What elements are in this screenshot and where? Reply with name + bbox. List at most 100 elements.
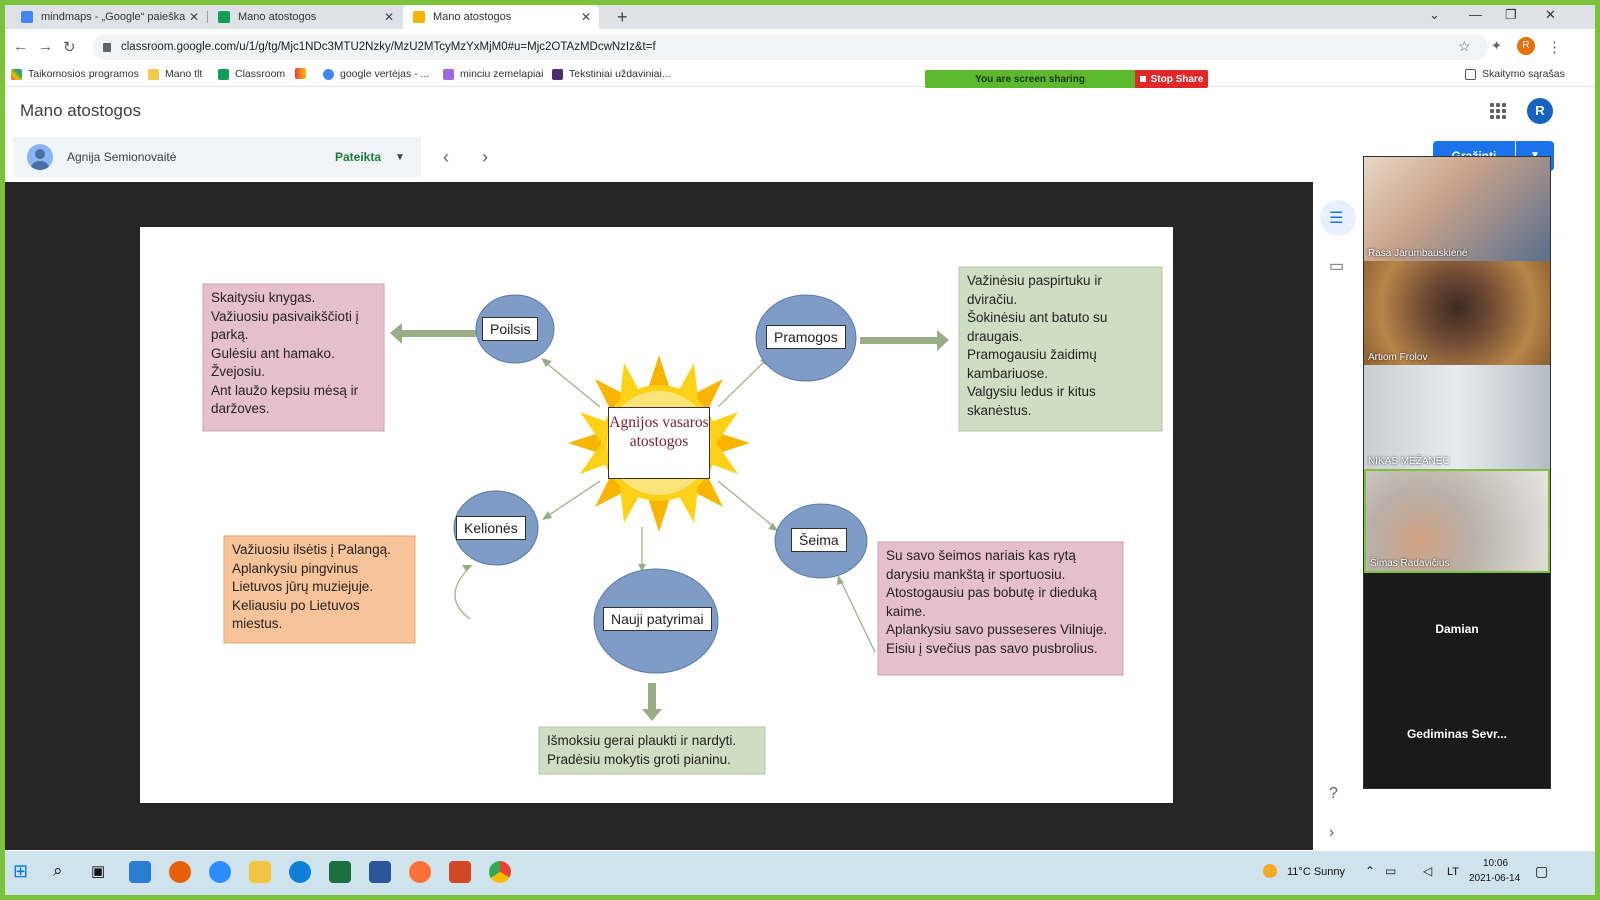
extensions-icon[interactable]: ✦ (1491, 38, 1502, 53)
node-poilsis: Poilsis (482, 317, 539, 341)
tab-search-icon[interactable]: ⌄ (1429, 7, 1440, 22)
bookmark-pinwheel[interactable] (295, 68, 312, 79)
tab-title: mindmaps - „Google“ paieška (41, 11, 186, 23)
node-pramogos: Pramogos (766, 325, 846, 349)
classroom-icon (218, 68, 229, 80)
bookmark-tekstiniai[interactable]: Tekstiniai uždaviniai... (552, 68, 671, 80)
participant-video-3[interactable]: NIKAS MEŽANEC (1364, 365, 1550, 469)
participant-name: Šimas Radavičius (1370, 558, 1450, 569)
bookmark-minciu-zemelapiai[interactable]: minciu zemelapiai (443, 68, 543, 80)
apps-icon (11, 68, 22, 80)
participant-video-4[interactable]: Šimas Radavičius (1364, 469, 1550, 573)
participant-video-2[interactable]: Artiom Frolov (1364, 261, 1550, 365)
url-text: classroom.google.com/u/1/g/tg/Mjc1NDc3MT… (121, 41, 656, 53)
box-keliones: Važiuosiu ilsėtis į Palangą. Aplankysiu … (232, 542, 391, 631)
close-icon[interactable]: ✕ (383, 10, 394, 24)
weather-icon (1263, 864, 1277, 878)
participant-name: Artiom Frolov (1368, 352, 1428, 363)
zoom-icon[interactable] (209, 861, 231, 883)
box-seima: Su savo šeimos nariais kas rytą darysiu … (886, 548, 1108, 656)
participant-name: NIKAS MEŽANEC (1368, 456, 1450, 467)
edge-icon[interactable] (289, 861, 311, 883)
node-keliones: Kelionės (456, 516, 526, 540)
screen-sharing-indicator[interactable]: You are screen sharing (925, 70, 1135, 88)
notifications-icon[interactable]: ▢ (1535, 863, 1549, 879)
tab-title: Mano atostogos (238, 11, 317, 23)
student-name: Agnija Semionovaitė (67, 150, 177, 164)
clock-date[interactable]: 2021-06-14 (1469, 873, 1521, 884)
participant-name-damian[interactable]: Damian (1435, 622, 1479, 636)
browser-toolbar: ← → ↻ classroom.google.com/u/1/g/tg/Mjc1… (5, 29, 1595, 65)
speaker-icon[interactable]: ◁ (1423, 864, 1433, 878)
tab-title: Mano atostogos (433, 11, 512, 23)
bookmark-apps[interactable]: Taikomosios programos (11, 68, 139, 80)
bookmarks-bar: Taikomosios programos Mano tlt Classroom… (5, 63, 1595, 87)
reading-list-icon (1465, 68, 1476, 80)
word-icon[interactable] (369, 861, 391, 883)
google-apps-icon[interactable] (1490, 103, 1506, 119)
active-tool-highlight (1320, 200, 1356, 236)
previous-student-icon[interactable]: ‹ (443, 147, 449, 167)
restore-icon[interactable]: ❐ (1505, 7, 1517, 22)
clock-time[interactable]: 10:06 (1483, 858, 1509, 869)
task-view-icon[interactable]: ▣ (91, 863, 106, 880)
participant-video-1[interactable]: Rasa Jarumbauskienė (1364, 157, 1550, 261)
expand-panel-icon[interactable]: › (1329, 824, 1335, 841)
screen: mindmaps - „Google“ paieška ✕ Mano atost… (5, 5, 1595, 895)
meeting-video-panel: Rasa Jarumbauskienė Artiom Frolov NIKAS … (1363, 156, 1551, 789)
back-icon[interactable]: ← (13, 38, 28, 55)
search-icon[interactable]: ⌕ (53, 861, 63, 880)
language-indicator[interactable]: LT (1447, 866, 1460, 878)
google-icon (21, 11, 33, 23)
file-explorer-icon[interactable] (249, 861, 271, 883)
bookmark-classroom[interactable]: Classroom (218, 68, 285, 80)
address-bar[interactable]: classroom.google.com/u/1/g/tg/Mjc1NDc3MT… (93, 34, 1488, 60)
student-selector[interactable]: Agnija Semionovaitė Pateikta ▼ (13, 137, 421, 177)
chrome-icon[interactable] (489, 861, 511, 883)
account-avatar[interactable]: R (1527, 98, 1553, 124)
menu-icon[interactable]: ⋮ (1547, 39, 1562, 56)
quizlet-icon (552, 68, 563, 80)
participant-name-gediminas[interactable]: Gediminas Sevr... (1406, 727, 1508, 741)
close-window-icon[interactable]: ✕ (1545, 7, 1556, 22)
comment-icon[interactable]: ▭ (1329, 258, 1345, 275)
help-icon[interactable]: ? (1329, 785, 1338, 802)
chevron-down-icon[interactable]: ▼ (395, 151, 405, 163)
reading-list[interactable]: Skaitymo sąrašas (1465, 68, 1565, 80)
stop-share-button[interactable]: Stop Share (1135, 70, 1208, 88)
chevron-up-icon[interactable]: ⌃ (1365, 864, 1376, 878)
mindmap-center-title: Agnijos vasaros atostogos (608, 407, 710, 479)
windows-start-icon[interactable]: ⊞ (13, 861, 29, 881)
network-icon[interactable]: ▭ (1385, 864, 1397, 878)
google-icon (323, 68, 334, 80)
profile-avatar[interactable]: R (1517, 37, 1535, 55)
document-viewer: Agnijos vasaros atostogos Poilsis Pramog… (5, 182, 1313, 850)
bookmark-star-icon[interactable]: ☆ (1458, 38, 1471, 54)
tab-mindmaps-search[interactable]: mindmaps - „Google“ paieška ✕ (11, 5, 207, 29)
pen-app-icon[interactable] (129, 861, 151, 883)
windows-taskbar: ⊞ ⌕ ▣ 11°C Sunny ⌃ ▭ ◁ LT 10:06 2021-06-… (5, 851, 1595, 895)
page-title: Mano atostogos (20, 101, 141, 120)
tab-mano-atostogos-1[interactable]: Mano atostogos ✕ (208, 5, 402, 29)
next-student-icon[interactable]: › (482, 147, 488, 167)
firefox-2-icon[interactable] (409, 861, 431, 883)
stop-icon (1139, 76, 1146, 82)
close-icon[interactable]: ✕ (580, 10, 591, 24)
reload-icon[interactable]: ↻ (63, 39, 76, 56)
excel-icon[interactable] (329, 861, 351, 883)
new-tab-icon[interactable]: + (617, 7, 628, 27)
firefox-icon[interactable] (169, 861, 191, 883)
box-pramogos: Važinėsiu paspirtuku ir dviračiu. Šokinė… (967, 273, 1108, 418)
bookmark-mano-tlt[interactable]: Mano tlt (148, 68, 202, 80)
powerpoint-icon[interactable] (449, 861, 471, 883)
grading-icon[interactable]: ☰ (1329, 210, 1344, 227)
tab-mano-atostogos-2[interactable]: Mano atostogos ✕ (403, 5, 599, 29)
weather-text[interactable]: 11°C Sunny (1287, 866, 1346, 878)
close-icon[interactable]: ✕ (188, 10, 199, 24)
submission-status: Pateikta (335, 150, 382, 164)
classroom-icon (218, 11, 230, 23)
minimize-icon[interactable]: — (1469, 7, 1482, 22)
forward-icon[interactable]: → (38, 38, 53, 55)
bookmark-google-vertejas[interactable]: google vertėjas - ... (323, 68, 429, 80)
mindmap-slide: Agnijos vasaros atostogos Poilsis Pramog… (140, 227, 1173, 803)
